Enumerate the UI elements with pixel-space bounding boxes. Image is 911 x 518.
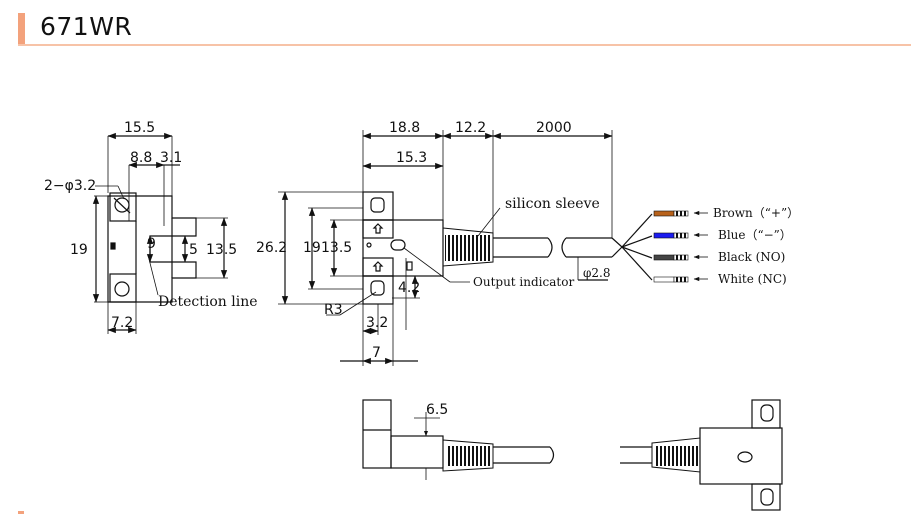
bottom-side-body	[362, 399, 392, 469]
title-accent-bar	[18, 13, 25, 45]
wire-label-white: White (NC)	[718, 272, 787, 286]
side-top-tab	[362, 191, 394, 221]
dim-4-2: 4.2	[398, 280, 420, 296]
bottom-front-body	[699, 427, 783, 485]
bottom-front-view	[620, 399, 783, 511]
detection-line-label: Detection line	[158, 294, 258, 310]
dim-12-2: 12.2	[455, 120, 486, 136]
dim-3-2: 3.2	[366, 315, 388, 331]
wire-label-brown: Brown（“+”）	[713, 206, 799, 220]
page-title: 671WR	[40, 12, 133, 41]
footer-mark	[18, 511, 24, 514]
front-view-labels: 15.5 8.8 3.1 2−φ3.2 19 9 5 13.5 7.2 Dete…	[44, 120, 258, 331]
dim-3-1: 3.1	[160, 150, 182, 166]
bottom-side-view	[362, 399, 555, 480]
dim-15-5: 15.5	[124, 120, 155, 136]
dim-r3: R3	[324, 302, 343, 318]
dim-7-2: 7.2	[111, 315, 133, 331]
front-view	[92, 132, 228, 334]
hole-spec: 2−φ3.2	[44, 178, 96, 194]
wire-blue	[653, 232, 675, 239]
wire-white	[653, 276, 675, 283]
front-bottom-tab	[109, 273, 137, 303]
dim-6-5: 6.5	[426, 402, 448, 418]
dim-8-8: 8.8	[130, 150, 152, 166]
dim-13-5: 13.5	[206, 242, 237, 258]
dim-19: 19	[70, 242, 88, 258]
dim-2000: 2000	[536, 120, 572, 136]
output-indicator-label: Output indicator	[473, 275, 574, 289]
dim-13-5-side: 13.5	[321, 240, 352, 256]
wire-label-blue: Blue（“−”）	[718, 228, 792, 242]
silicon-sleeve-label: silicon sleeve	[505, 196, 600, 212]
side-bottom-tab	[362, 275, 394, 305]
side-view-labels: 18.8 12.2 2000 15.3 26.2 19 13.5 4.2 R3 …	[256, 120, 799, 361]
wire-ends	[653, 210, 708, 283]
front-top-tab	[109, 192, 137, 222]
dim-19-side: 19	[303, 240, 321, 256]
wire-label-black: Black (NO)	[718, 250, 785, 264]
header: 671WR	[0, 0, 911, 50]
side-view	[278, 130, 653, 366]
silicon-sleeve	[445, 235, 491, 261]
dim-15-3: 15.3	[396, 150, 427, 166]
dim-18-8: 18.8	[389, 120, 420, 136]
wire-brown	[653, 210, 675, 217]
output-indicator-led	[390, 239, 406, 251]
front-bottom-hole	[114, 281, 130, 297]
title-underline	[18, 44, 911, 46]
wire-black	[653, 254, 675, 261]
dim-26-2: 26.2	[256, 240, 287, 256]
dim-7: 7	[372, 345, 381, 361]
cable-diameter: φ2.8	[583, 266, 611, 280]
dim-9: 9	[147, 236, 156, 252]
dim-5: 5	[189, 242, 198, 258]
